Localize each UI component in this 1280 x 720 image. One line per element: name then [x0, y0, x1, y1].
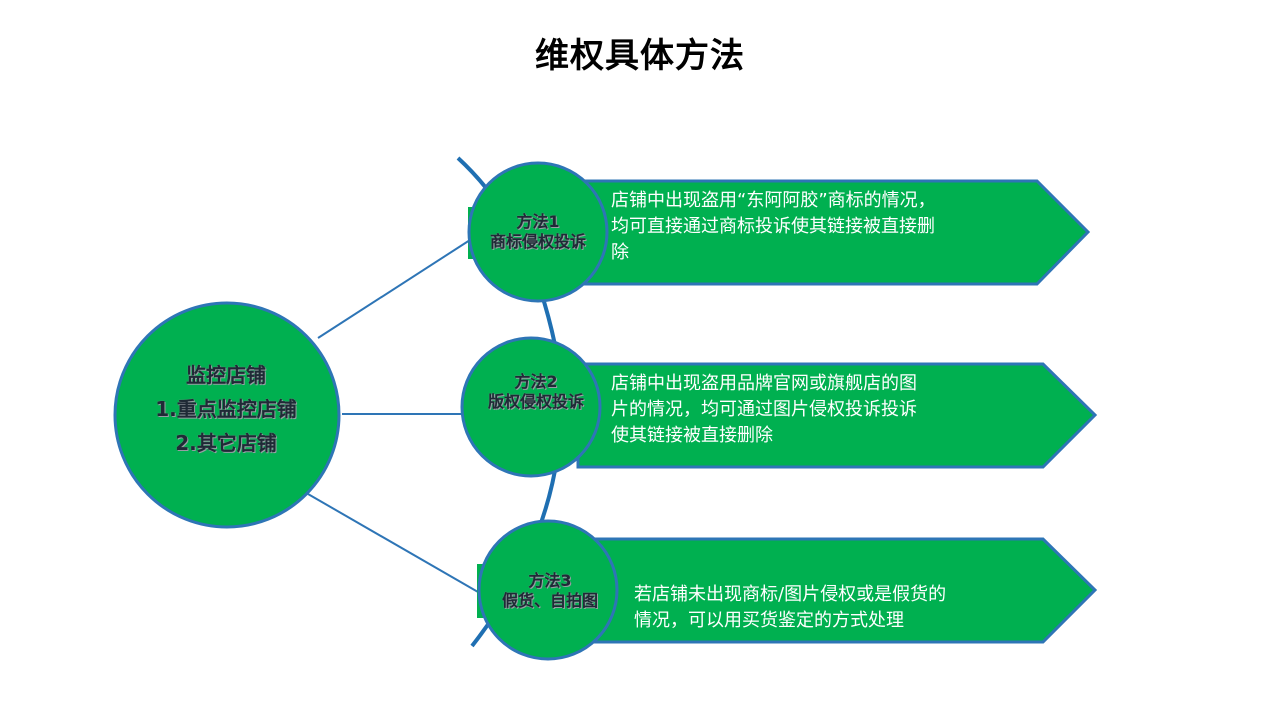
- method-circle-3: [477, 519, 619, 661]
- method-label-1: 方法1 商标侵权投诉: [463, 212, 613, 252]
- method-1-desc-line-2: 均可直接通过商标投诉使其链接被直接删: [611, 216, 935, 237]
- page-title: 维权具体方法: [535, 36, 745, 76]
- method-number-3: 方法3: [528, 571, 572, 590]
- center-label: 监控店铺 1.重点监控店铺 2.其它店铺: [116, 358, 336, 460]
- method-name-1: 商标侵权投诉: [489, 232, 586, 251]
- method-label-2: 方法2 版权侵权投诉: [461, 372, 611, 412]
- method-2-desc-line-1: 店铺中出现盗用品牌官网或旗舰店的图: [611, 373, 917, 394]
- method-2-desc-line-2: 片的情况，均可通过图片侵权投诉投诉: [611, 399, 917, 420]
- method-3-desc-line-1: 若店铺未出现商标/图片侵权或是假货的: [634, 584, 947, 605]
- method-description-2: 店铺中出现盗用品牌官网或旗舰店的图 片的情况，均可通过图片侵权投诉投诉 使其链接…: [611, 371, 917, 449]
- center-label-line-1: 监控店铺: [186, 363, 266, 387]
- method-description-3: 若店铺未出现商标/图片侵权或是假货的 情况，可以用买货鉴定的方式处理: [634, 582, 946, 634]
- method-number-1: 方法1: [516, 212, 560, 231]
- center-label-line-3: 2.其它店铺: [175, 431, 277, 455]
- method-3-desc-line-2: 情况，可以用买货鉴定的方式处理: [634, 610, 904, 631]
- method-name-3: 假货、自拍图: [501, 591, 598, 610]
- method-1-desc-line-1: 店铺中出现盗用“东阿阿胶”商标的情况，: [611, 190, 936, 211]
- method-1-desc-line-3: 除: [611, 242, 629, 263]
- method-name-2: 版权侵权投诉: [487, 392, 584, 411]
- method-description-1: 店铺中出现盗用“东阿阿胶”商标的情况， 均可直接通过商标投诉使其链接被直接删 除: [611, 188, 936, 266]
- center-label-line-2: 1.重点监控店铺: [155, 397, 297, 421]
- connector-line-1: [317, 239, 471, 339]
- connector-line-3: [307, 493, 479, 593]
- method-number-2: 方法2: [514, 372, 558, 391]
- method-circle-1: [467, 161, 609, 303]
- center-circle: [113, 301, 341, 529]
- method-circle-2: [460, 336, 602, 478]
- method-label-3: 方法3 假货、自拍图: [475, 571, 625, 611]
- method-2-desc-line-3: 使其链接被直接删除: [611, 425, 773, 446]
